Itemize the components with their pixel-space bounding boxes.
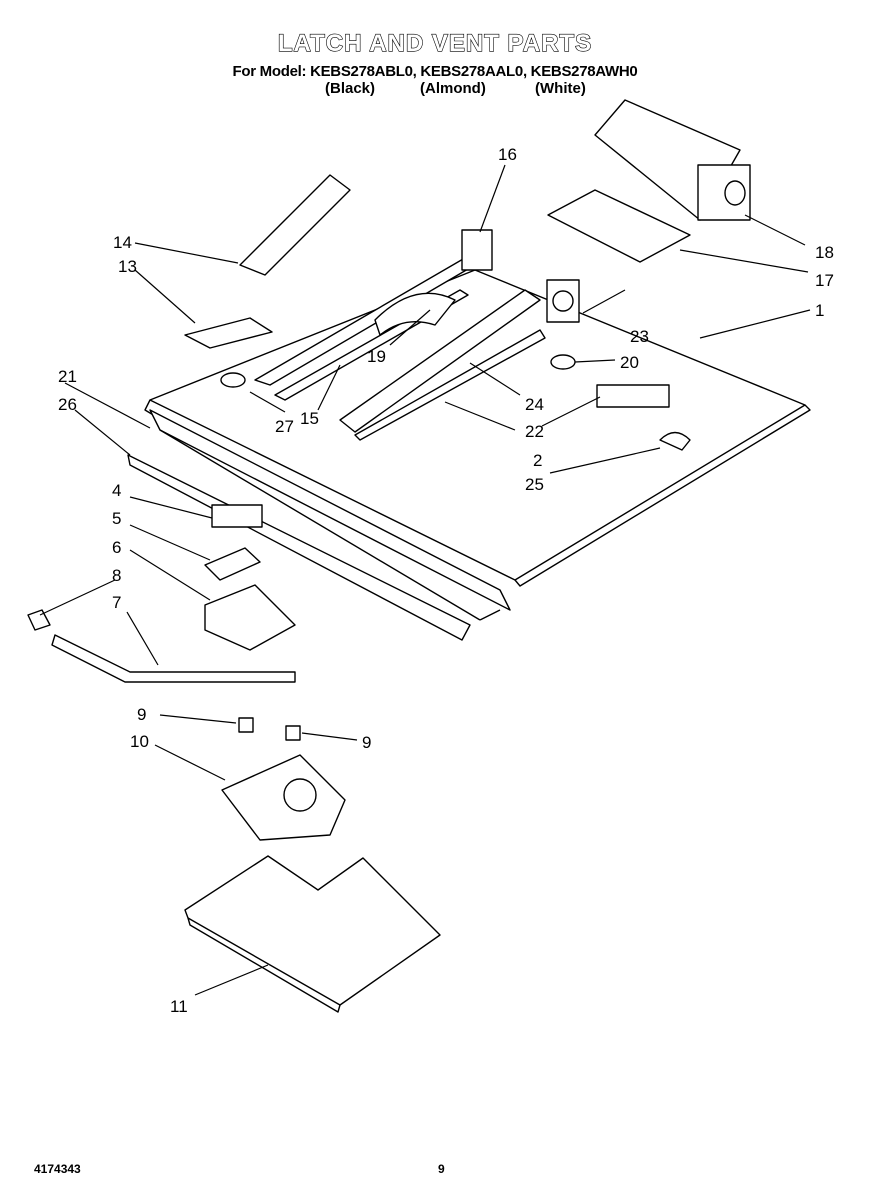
model-list: For Model: KEBS278ABL0, KEBS278AAL0, KEB… [232, 63, 638, 80]
callout-23: 23 [630, 327, 649, 346]
part-26-strip [127, 454, 471, 641]
callout-13: 13 [118, 257, 137, 276]
part-23-collar [546, 279, 580, 323]
part-7-link-arm [51, 634, 296, 683]
callout-17: 17 [815, 271, 834, 290]
callout-9b: 9 [362, 733, 371, 752]
part-4-switch [211, 504, 263, 528]
part-21-front-frame [149, 409, 511, 621]
callout-22: 22 [525, 422, 544, 441]
callout-7: 7 [112, 593, 121, 612]
page-number: 9 [438, 1162, 445, 1176]
part-5-insulator [204, 547, 261, 581]
callout-10: 10 [130, 732, 149, 751]
doc-number: 4174343 [34, 1162, 81, 1176]
callout-16: 16 [498, 145, 517, 164]
callout-18: 18 [815, 243, 834, 262]
callout-26: 26 [58, 395, 77, 414]
callout-25: 25 [525, 475, 544, 494]
part-16-block [461, 229, 493, 271]
part-27-grommet [220, 372, 246, 388]
callout-24: 24 [525, 395, 544, 414]
callout-15: 15 [300, 409, 319, 428]
part-14-channel [239, 174, 351, 276]
callout-20: 20 [620, 353, 639, 372]
callout-1: 1 [815, 301, 824, 320]
callout-8: 8 [112, 566, 121, 585]
page-title: LATCH AND VENT PARTS [277, 29, 593, 57]
callout-27: 27 [275, 417, 294, 436]
part-9-bushing-b [285, 725, 301, 741]
callout-9a: 9 [137, 705, 146, 724]
part-6-bracket [204, 584, 296, 651]
callout-19: 19 [367, 347, 386, 366]
callout-21: 21 [58, 367, 77, 386]
part-13-bracket [184, 317, 273, 349]
part-19-vent [374, 292, 456, 336]
callout-4: 4 [112, 481, 121, 500]
part-9-bushing-a [238, 717, 254, 733]
callout-11: 11 [170, 997, 188, 1016]
part-25-clamp [659, 431, 691, 451]
callout-6: 6 [112, 538, 121, 557]
part-1-top-panel [144, 269, 811, 587]
part-22-duct [339, 289, 541, 433]
callout-5: 5 [112, 509, 121, 528]
part-18-motor [594, 99, 751, 221]
color-black: (Black) [325, 80, 376, 97]
color-white: (White) [535, 80, 586, 97]
part-2-terminal-block [596, 384, 670, 408]
part-11-shield [184, 855, 441, 1006]
part-8-pad [27, 609, 51, 631]
callout-14: 14 [113, 233, 132, 252]
part-17-plate [547, 189, 691, 263]
color-almond: (Almond) [420, 80, 486, 97]
callout-2: 2 [533, 451, 542, 470]
